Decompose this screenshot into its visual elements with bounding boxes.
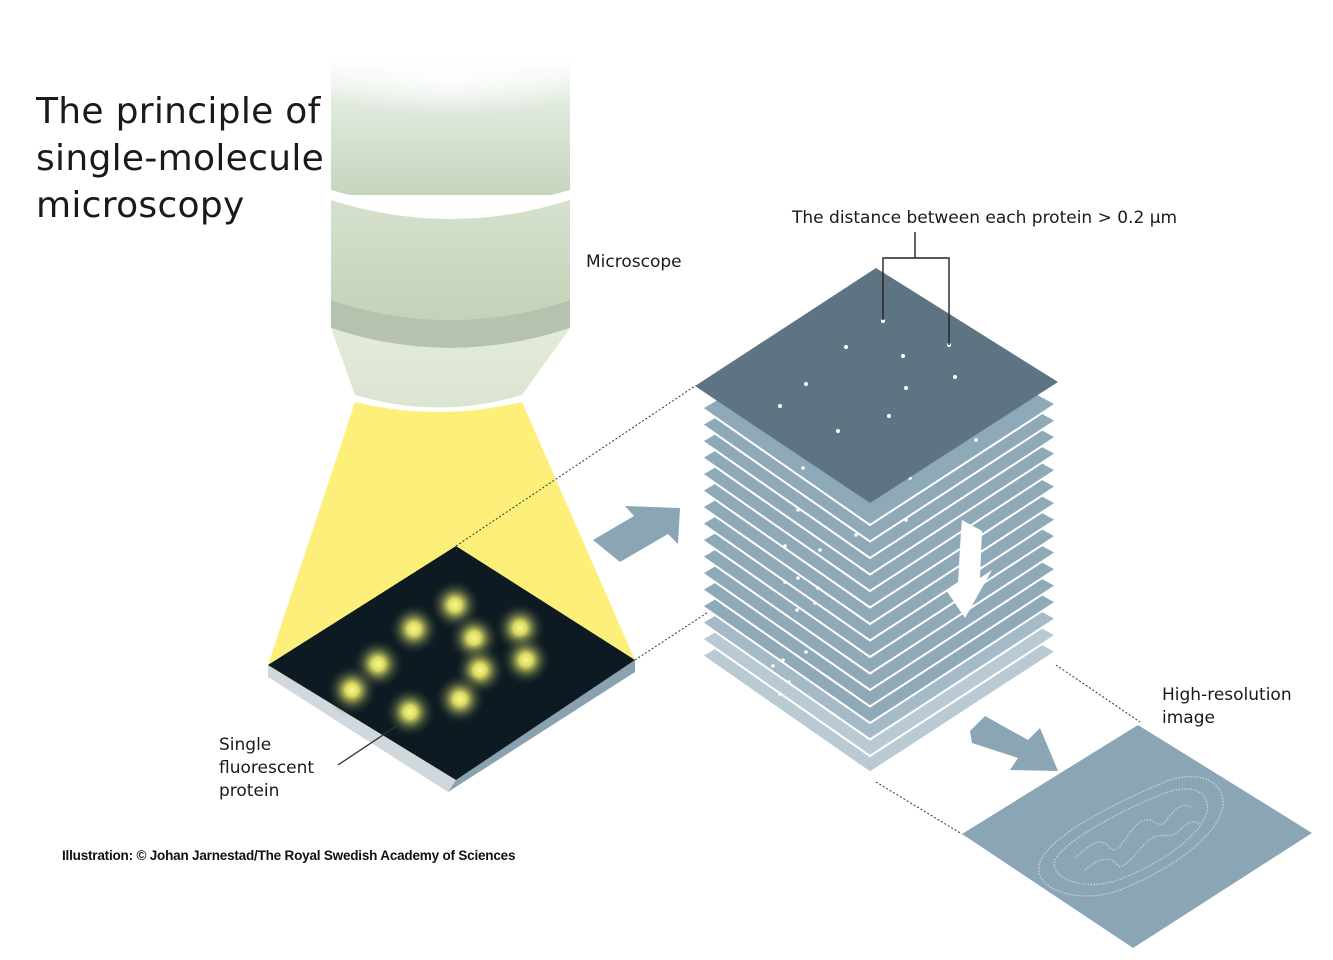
top-layer-protein-dot (887, 414, 891, 418)
distance-label: The distance between each protein > 0.2 … (792, 208, 1178, 228)
protein-label-line-3: protein (219, 781, 280, 801)
fluorescent-proteins (326, 579, 552, 738)
stack-protein-dot (801, 466, 805, 470)
top-layer-protein-dot (836, 429, 840, 433)
top-layer-protein-dot (844, 345, 848, 349)
light-beam (268, 402, 635, 665)
stack-protein-dot (796, 576, 800, 580)
top-layer-protein-dot (804, 382, 808, 386)
stack-protein-dot (813, 601, 817, 605)
stack-protein-dot (854, 533, 858, 537)
right-arrow-icon (593, 506, 680, 562)
stack-protein-dot (771, 664, 775, 668)
down-arrow-icon (946, 520, 992, 618)
stack-protein-dot (818, 548, 822, 552)
stack-protein-dot (904, 518, 908, 522)
page-title: The principle of single-molecule microsc… (36, 88, 336, 229)
protein-label-line-2: fluorescent (219, 758, 315, 778)
top-layer-protein-dot (778, 404, 782, 408)
stack-protein-dot (783, 544, 787, 548)
stack-protein-dot (787, 680, 791, 684)
protein-label-line-1: Single (219, 735, 272, 755)
diagonal-arrow-icon (970, 716, 1058, 771)
high-resolution-label-line-1: High-resolution (1162, 685, 1292, 705)
top-layer-protein-dot (904, 386, 908, 390)
top-layer-protein-dot (901, 354, 905, 358)
stack-protein-dot (796, 508, 800, 512)
distance-bracket (882, 232, 950, 345)
stack-protein-dot (795, 608, 799, 612)
stack-protein-dot (816, 586, 820, 590)
stack-protein-dot (804, 650, 808, 654)
top-layer-protein-dot (881, 319, 885, 323)
title-line-2: single-molecule (36, 138, 325, 179)
protein-label: Single fluorescent protein (219, 734, 314, 803)
stack-protein-dot (974, 438, 978, 442)
microscope-objective (331, 60, 570, 412)
protein-pointer-line (337, 724, 399, 766)
high-resolution-label: High-resolution image (1162, 684, 1292, 730)
high-resolution-image (962, 725, 1312, 948)
title-line-3: microscopy (36, 185, 245, 226)
stack-protein-dot (778, 692, 782, 696)
sample-slide (268, 546, 635, 792)
title-line-1: The principle of (36, 91, 321, 132)
high-resolution-label-line-2: image (1162, 708, 1215, 728)
stack-protein-dot (783, 580, 787, 584)
illustration-credit: Illustration: © Johan Jarnestad/The Roya… (62, 848, 516, 863)
stack-protein-dot (781, 658, 785, 662)
top-image-layer (695, 268, 1058, 503)
top-layer-protein-dot (953, 375, 957, 379)
microscope-label: Microscope (586, 252, 682, 272)
